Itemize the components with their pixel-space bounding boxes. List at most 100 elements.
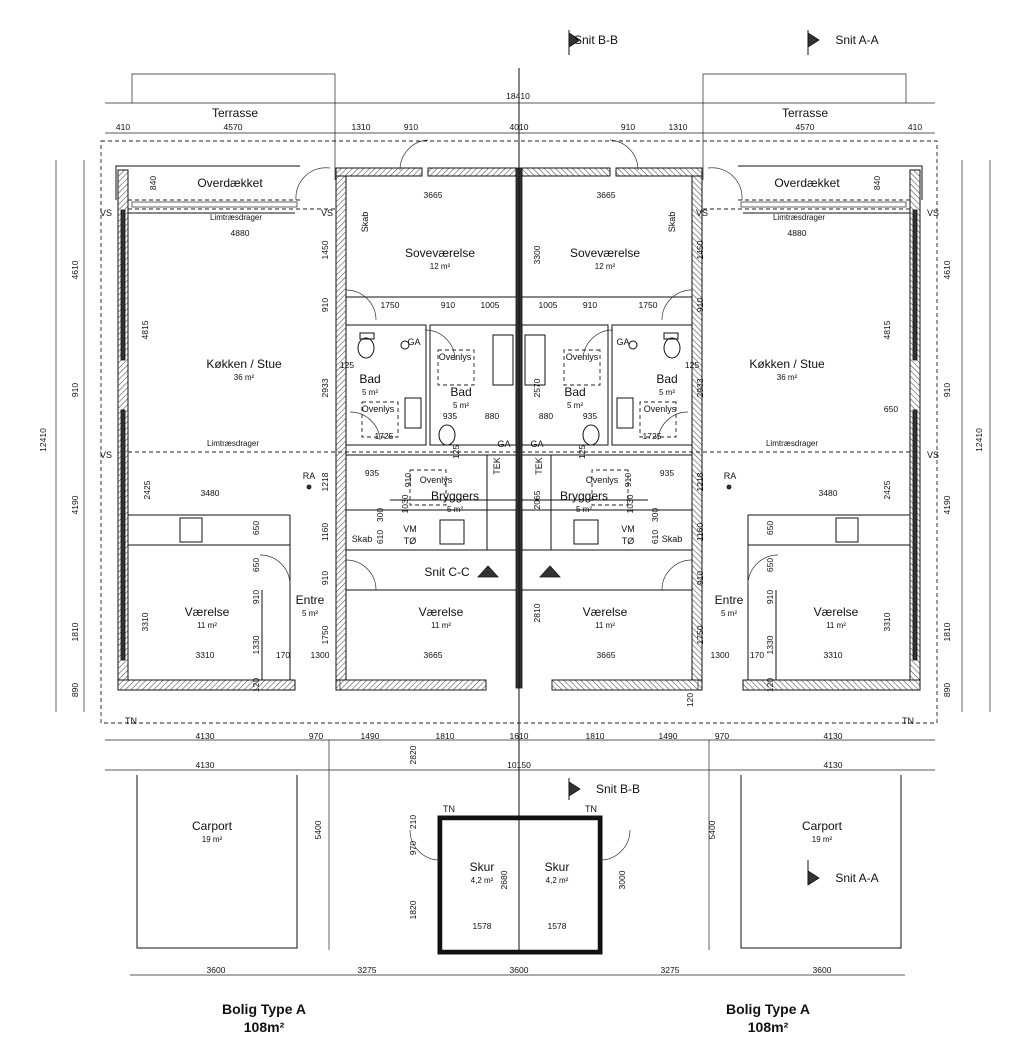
dimension-value: 1330 [251,635,261,654]
dimension-value: 650 [884,404,898,414]
dimension-value: 3275 [661,965,680,975]
annotation-label: Ovenlys [439,352,472,362]
dimension-value: 3310 [196,650,215,660]
dimension-value: 410 [116,122,130,132]
dimension-value: 4610 [942,260,952,279]
room-area: 36 m² [234,373,255,382]
room-name: Entre [296,593,325,607]
room-name: Terrasse [782,106,828,120]
dimension-value: 3310 [824,650,843,660]
dimension-value: 880 [539,411,553,421]
section-label: Snit A-A [835,871,878,885]
room-name: Værelse [814,605,859,619]
dimension-value: 910 [765,590,775,604]
section-label: Snit A-A [835,33,878,47]
dimension-value: 2933 [320,378,330,397]
room-name: Skur [545,860,570,874]
dimension-value: 2680 [499,870,509,889]
dimension-value: 1810 [436,731,455,741]
dimension-value: 12410 [38,428,48,452]
dimension-value: 3480 [201,488,220,498]
section-label: Snit B-B [574,33,618,47]
room-area: 19 m² [202,835,223,844]
annotation-label: TN [585,804,597,814]
dimension-value: 910 [320,571,330,585]
dimension-value: 4010 [510,122,529,132]
dimension-value: 910 [320,298,330,312]
dimension-value: 1820 [408,900,418,919]
dimension-value: 1725 [375,431,394,441]
dimension-value: 910 [404,122,418,132]
annotation-label: TN [443,804,455,814]
dimension-value: 125 [685,360,699,370]
annotation-label: RA [724,471,737,481]
room-area: 11 m² [826,621,846,630]
annotation-label: TN [902,716,914,726]
room-name: Carport [802,819,843,833]
dimension-value: 910 [621,122,635,132]
dimension-value: 5400 [313,820,323,839]
room-name: Soveværelse [405,246,475,260]
room-name: Bryggers [431,489,479,503]
annotation-label: GA [616,337,629,347]
dimension-value: 2425 [882,480,892,499]
dimension-value: 3665 [424,190,443,200]
annotation-label: RA [303,471,316,481]
dimension-value: 910 [583,300,597,310]
dimension-value: 840 [148,176,158,190]
room-name: Bad [564,385,585,399]
dimension-value: 1578 [473,921,492,931]
dimension-value: 1810 [70,622,80,641]
dimension-value: 1810 [942,622,952,641]
dimension-value: 910 [623,473,633,487]
dimension-value: 1330 [765,635,775,654]
annotation-label: TN [125,716,137,726]
shed [409,815,631,955]
dimension-value: 910 [403,473,413,487]
dimension-value: 1218 [695,472,705,491]
dimension-value: 910 [695,571,705,585]
dimension-value: 3000 [617,870,627,889]
dimension-value: 3310 [140,612,150,631]
annotation-label: Skab [667,212,677,233]
dimension-value: 300 [650,508,660,522]
section-label: Snit B-B [596,782,640,796]
annotation-label: Limtræsdrager [207,439,259,448]
dimension-value: 125 [577,445,587,459]
room-name: Overdækket [197,176,263,190]
dimension-value: 4570 [224,122,243,132]
dimension-value: 12410 [974,428,984,452]
dimension-value: 1310 [352,122,371,132]
dimension-value: 1750 [381,300,400,310]
dimension-value: 1160 [320,523,330,542]
dimension-value: 1300 [711,650,730,660]
room-area: 5 m² [362,388,378,397]
room-name: Bad [359,372,380,386]
room-area: 5 m² [447,505,463,514]
dwelling-unit-right [521,139,923,949]
annotation-label: VM [403,524,417,534]
dimension-value: 4610 [70,260,80,279]
dimension-value: 3300 [532,245,542,264]
annotation-label: Ovenlys [644,404,677,414]
dimension-value: 2933 [695,378,705,397]
annotation-label: TØ [404,536,417,546]
room-name: Bryggers [560,489,608,503]
annotation-label: VS [927,450,939,460]
dimension-value: 1450 [320,240,330,259]
room-name: Køkken / Stue [749,357,825,371]
annotation-label: Skab [352,534,373,544]
room-name: Køkken / Stue [206,357,282,371]
room-area: 5 m² [302,609,318,618]
dimension-value: 970 [715,731,729,741]
dimension-value: 910 [70,383,80,397]
dimension-value: 120 [251,678,261,692]
dimension-value: 1450 [695,240,705,259]
unit-area: 108m² [748,1019,789,1035]
dimension-value: 880 [485,411,499,421]
room-name: Bad [450,385,471,399]
dimension-value: 4570 [796,122,815,132]
dimension-value: 935 [583,411,597,421]
dimension-value: 170 [276,650,290,660]
room-name: Soveværelse [570,246,640,260]
